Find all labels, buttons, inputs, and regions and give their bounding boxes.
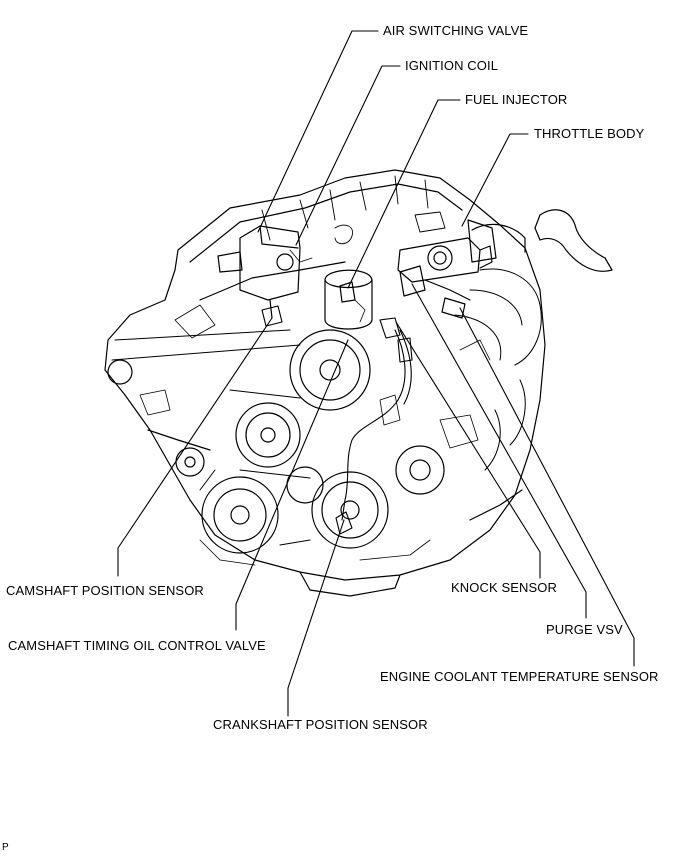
label-purge-vsv: PURGE VSV: [546, 622, 623, 637]
fuel-injector-body: [324, 269, 373, 330]
engine-block-outline: [104, 169, 546, 597]
leader-camshaft-position-sensor: [117, 317, 273, 577]
leader-throttle-body: [461, 133, 529, 227]
label-fuel-injector: FUEL INJECTOR: [465, 92, 568, 107]
leader-purge-vsv: [411, 283, 587, 619]
air-switching-valve: [217, 225, 301, 319]
cylinder-head-ridges: [261, 175, 446, 245]
leader-fuel-injector: [347, 99, 461, 289]
leader-crankshaft-position-sensor: [287, 519, 345, 717]
intake-hose: [471, 209, 613, 272]
leader-lines: [117, 30, 635, 717]
engine-detail-strokes: [139, 249, 491, 566]
label-throttle-body: THROTTLE BODY: [534, 126, 645, 141]
figure-code: P: [2, 842, 9, 853]
throttle-body: [397, 219, 497, 283]
label-camshaft-position-sensor: CAMSHAFT POSITION SENSOR: [6, 583, 204, 598]
intake-manifold: [454, 268, 542, 471]
purge-vsv-body: [399, 265, 471, 319]
pulleys: [107, 329, 445, 554]
leader-ignition-coil: [295, 65, 401, 246]
leader-knock-sensor: [395, 321, 541, 579]
label-knock-sensor: KNOCK SENSOR: [451, 580, 557, 595]
drive-belt: [111, 329, 311, 546]
wire-harness: [261, 305, 413, 535]
label-ect-sensor: ENGINE COOLANT TEMPERATURE SENSOR: [380, 669, 659, 684]
label-crankshaft-position-sensor: CRANKSHAFT POSITION SENSOR: [213, 717, 428, 732]
label-ignition-coil: IGNITION COIL: [405, 58, 499, 73]
leader-ect-sensor: [459, 307, 635, 667]
label-air-switching-valve: AIR SWITCHING VALVE: [383, 23, 529, 38]
label-camshaft-timing-ocv: CAMSHAFT TIMING OIL CONTROL VALVE: [8, 638, 266, 653]
leader-camshaft-timing-ocv: [235, 339, 349, 631]
leader-air-switching-valve: [257, 30, 379, 233]
